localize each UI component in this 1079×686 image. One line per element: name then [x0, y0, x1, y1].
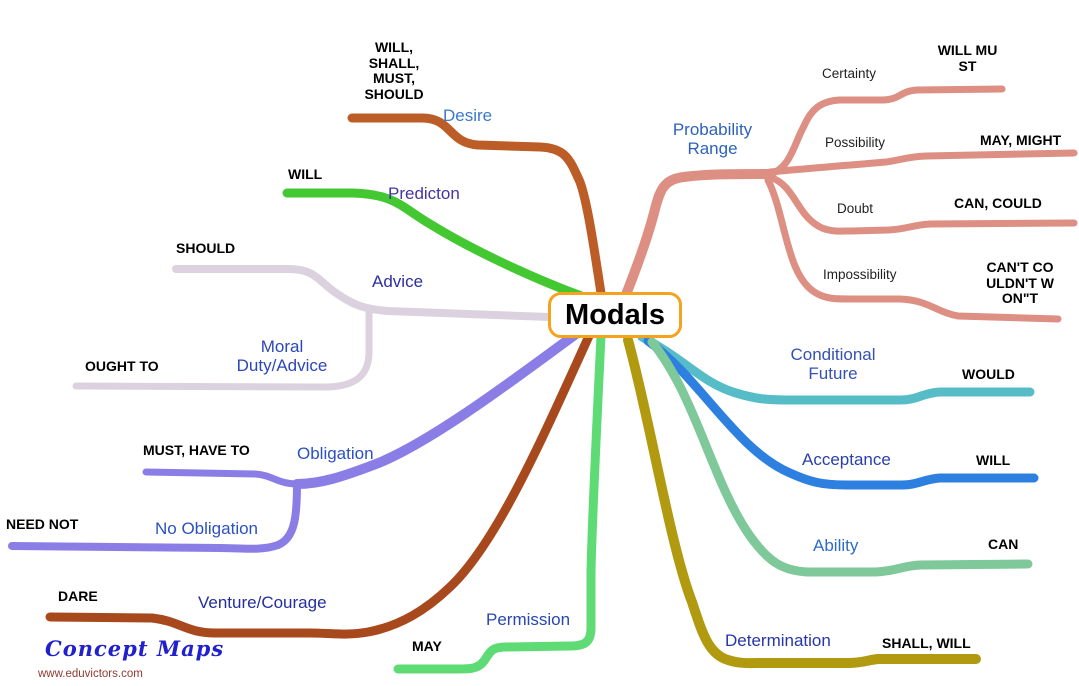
branch-doubt-path — [766, 173, 1078, 235]
branch-obligation-path — [292, 329, 581, 489]
branch-moral-duty-label: Moral Duty/Advice — [236, 337, 328, 375]
sub-branch-doubt-keywords: CAN, COULD — [954, 195, 1042, 211]
branch-probability-range-path — [622, 169, 775, 297]
branch-venture-courage-label: Venture/Courage — [198, 593, 327, 612]
branch-ability-label: Ability — [813, 536, 859, 555]
branch-advice-path — [172, 265, 554, 321]
branch-possibility-path — [766, 149, 1078, 176]
branch-advice-keywords: SHOULD — [176, 240, 236, 256]
branch-determination-label: Determination — [725, 631, 831, 650]
branch-determination-keywords: SHALL, WILL — [882, 635, 971, 651]
branch-impossibility-path — [764, 176, 1062, 323]
branch-desire-keywords: WILL, SHALL, MUST, SHOULD — [364, 39, 424, 102]
central-node: Modals — [548, 292, 682, 338]
branch-permission-keywords: MAY — [412, 638, 442, 654]
concept-maps-logo: Concept Maps — [45, 636, 225, 661]
branch-permission-label: Permission — [486, 610, 571, 629]
branch-venture-courage-keywords: DARE — [58, 588, 98, 604]
branch-determination-path — [623, 335, 981, 669]
branch-obligation-keywords: MUST, HAVE TO — [143, 442, 250, 458]
branch-predicton-label: Predicton — [388, 184, 460, 203]
sub-branch-possibility-label: Possibility — [825, 135, 886, 150]
branch-moral-duty-path — [72, 306, 373, 391]
sub-branch-possibility-keywords: MAY, MIGHT — [980, 132, 1062, 148]
branch-obligation-terminal-path — [142, 468, 301, 488]
branch-predicton-path — [282, 188, 589, 302]
sub-branch-doubt-label: Doubt — [837, 201, 874, 216]
branch-acceptance-keywords: WILL — [976, 452, 1011, 468]
branch-conditional-future-label: Conditional Future — [790, 345, 876, 383]
sub-branch-certainty-label: Certainty — [822, 66, 877, 81]
branch-certainty-path — [766, 85, 1006, 178]
sub-branch-certainty-keywords: WILL MU ST — [937, 42, 998, 74]
branch-acceptance-label: Acceptance — [802, 450, 891, 469]
branch-desire-label: Desire — [443, 106, 493, 125]
website-url: www.eduvictors.com — [38, 668, 143, 680]
branch-conditional-future-keywords: WOULD — [962, 366, 1015, 382]
sub-branch-impossibility-label: Impossibility — [823, 267, 897, 282]
branch-acceptance-path — [643, 336, 1039, 490]
branch-advice-label: Advice — [372, 272, 424, 291]
branch-permission-path — [393, 331, 606, 674]
branch-desire-path — [347, 113, 606, 298]
branch-no-obligation-path — [8, 480, 301, 553]
branch-predicton-keywords: WILL — [288, 166, 323, 182]
branch-probability-range-label: Probability Range — [672, 120, 753, 158]
branch-obligation-label: Obligation — [297, 444, 374, 463]
branch-ability-keywords: CAN — [988, 536, 1019, 552]
sub-branch-impossibility-keywords: CAN'T CO ULDN'T W ON"T — [986, 259, 1054, 306]
branch-no-obligation-keywords: NEED NOT — [6, 516, 79, 532]
branch-ability-path — [647, 337, 1033, 577]
branch-conditional-future-path — [637, 332, 1035, 405]
branch-no-obligation-label: No Obligation — [155, 519, 259, 538]
branch-venture-courage-path — [45, 331, 594, 639]
branch-moral-duty-keywords: OUGHT TO — [85, 358, 159, 374]
